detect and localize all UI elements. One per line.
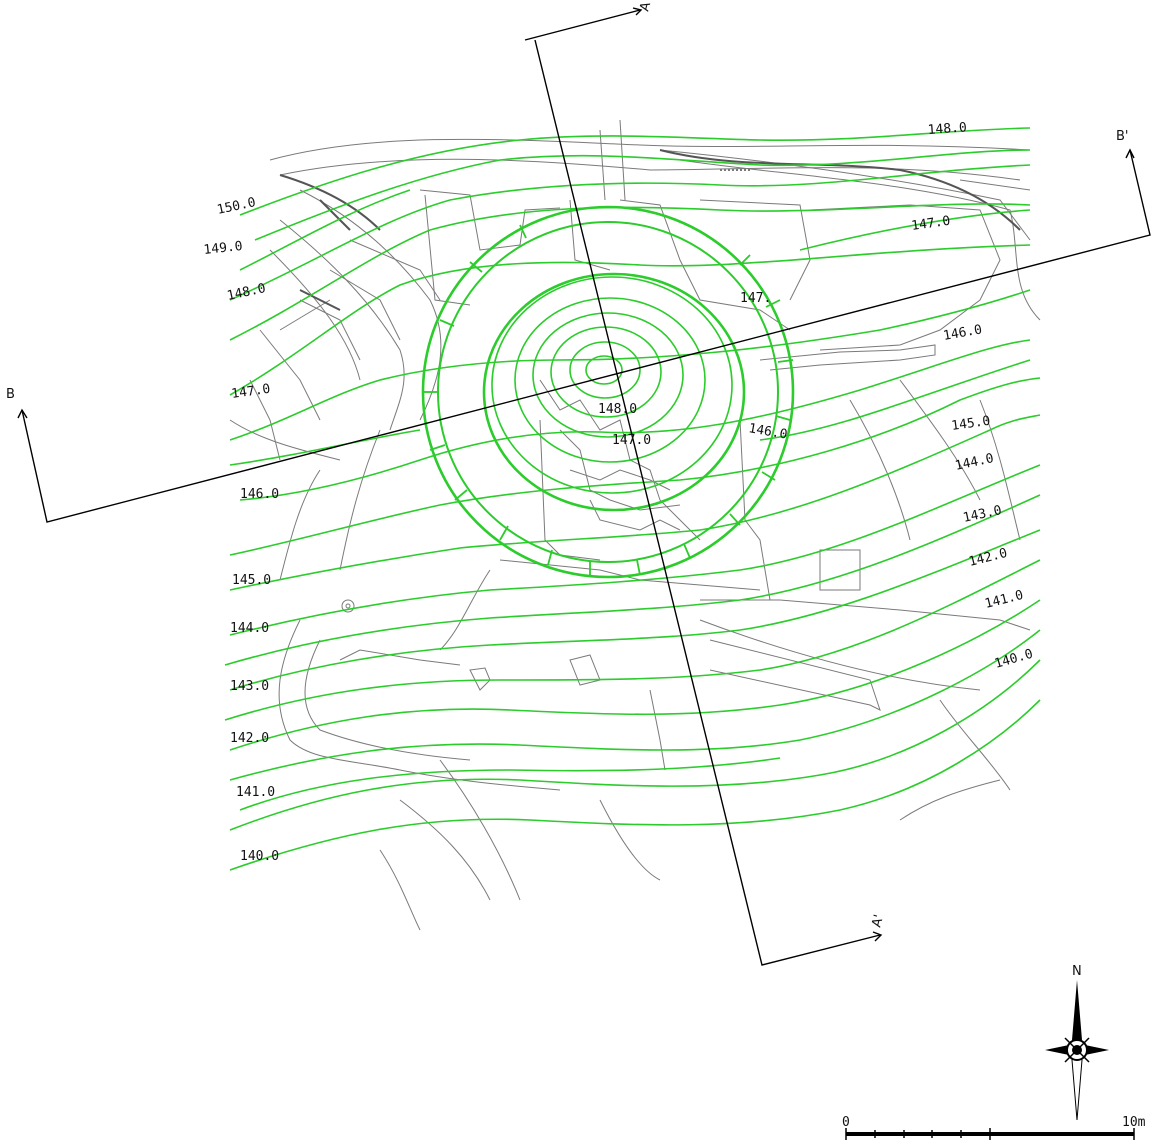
contour-label-149: 149.0	[203, 239, 243, 258]
contour-label-144: 144.0	[230, 621, 269, 636]
contour-label-146: 146.0	[240, 487, 279, 502]
scale-end-label: 10m	[1122, 1115, 1146, 1130]
section-line-a	[524, 9, 881, 966]
contour-label-r-145: 145.0	[950, 414, 991, 434]
site-plan-features	[229, 119, 1041, 931]
section-label-a: A	[637, 0, 654, 13]
north-label: N	[1072, 964, 1082, 979]
scale-bar: 0 10m	[842, 1115, 1146, 1140]
north-arrow-icon: N	[1045, 964, 1109, 1121]
contour-label-147: 147.0	[230, 382, 271, 402]
inner-label-146: 146.0	[747, 421, 788, 443]
contour-labels-inner: 147. 146.0 148.0 147.0	[598, 291, 788, 448]
scale-start-label: 0	[842, 1115, 850, 1130]
section-label-b: B	[6, 387, 15, 402]
contour-label-r-144: 144.0	[954, 451, 995, 474]
contour-label-r-148: 148.0	[927, 120, 967, 138]
contour-label-r-140: 140.0	[993, 647, 1035, 672]
section-lines	[17, 7, 1151, 966]
contour-label-143: 143.0	[230, 679, 269, 694]
contour-label-145: 145.0	[232, 573, 271, 588]
contour-label-150: 150.0	[216, 195, 257, 218]
inner-label-147: 147.0	[612, 433, 651, 448]
section-label-b-prime: B'	[1116, 129, 1129, 144]
contour-label-r-141: 141.0	[983, 588, 1025, 612]
section-labels: A A' B B'	[6, 0, 1129, 929]
contour-label-r-146: 146.0	[942, 322, 983, 344]
contour-labels-left: 150.0 149.0 148.0 147.0 146.0 145.0 144.…	[203, 195, 279, 864]
contour-label-r-147: 147.0	[910, 214, 951, 234]
contour-label-r-143: 143.0	[962, 503, 1003, 526]
contour-label-141: 141.0	[236, 785, 275, 800]
section-label-a-prime: A'	[869, 913, 887, 929]
section-line-b	[21, 149, 1151, 523]
contour-label-142: 142.0	[230, 731, 269, 746]
contour-label-148: 148.0	[226, 281, 267, 304]
contour-label-r-142: 142.0	[967, 546, 1009, 570]
site-plan-edges	[279, 149, 1021, 311]
contour-lines	[224, 127, 1041, 871]
contour-label-140: 140.0	[240, 849, 279, 864]
inner-label-147-ring: 147.	[740, 291, 771, 306]
inner-label-148: 148.0	[598, 402, 637, 417]
